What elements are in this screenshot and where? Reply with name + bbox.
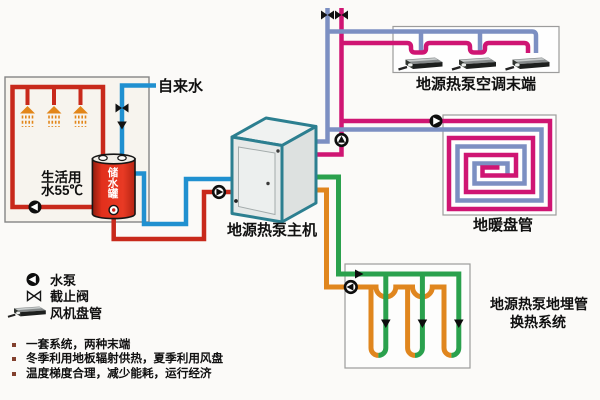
ground-supply-pipe-green [316, 174, 462, 358]
flow-arrow-down-icon [381, 319, 391, 328]
tank-return-pipe-blue [133, 171, 237, 227]
heat-pump-unit-label: 地源热泵主机 [226, 222, 318, 239]
floor-coil-return-spiral [327, 127, 544, 203]
flow-arrow-down-icon [454, 319, 464, 328]
flow-arrow-down-icon [117, 121, 127, 130]
water-pump-icon [343, 279, 358, 295]
cold-water-pipes-blue [119, 83, 237, 227]
legend-item-valve-label: 截止阀 [50, 289, 90, 304]
ground-loop-label-line1: 地源热泵地埋管 [490, 296, 588, 312]
note-item: 温度梯度合理，减少能耗，运行经济 [26, 366, 212, 380]
domestic-hot-water-label: 生活用水55℃ [41, 170, 84, 198]
note-bullet [11, 371, 16, 376]
ac-terminal-label: 地源热泵空调末端 [415, 76, 537, 93]
legend-item-pump-label: 水泵 [50, 272, 77, 288]
legend-item-fancoil-label: 风机盘管 [50, 305, 103, 321]
water-pump-icon [28, 200, 42, 214]
domestic-hot-water-line1: 生活用 [41, 170, 82, 185]
floor-coil-label: 地暖盘管 [472, 216, 534, 234]
ac-supply-riser-pink [316, 8, 344, 157]
ground-return-pipe-orange [316, 187, 452, 358]
ground-flow-arrows [355, 269, 464, 328]
unit-dot [276, 149, 280, 153]
note-bullet [11, 342, 16, 347]
flow-arrow-down-icon [417, 319, 428, 328]
ground-loop-label-line2: 换热系统 [510, 313, 566, 330]
tank-port-hot [98, 154, 108, 162]
storage-tank [91, 153, 136, 220]
flow-arrow-right-icon [355, 269, 364, 279]
fan-coil-icon [6, 305, 47, 318]
water-pump-icon [26, 273, 40, 286]
stop-valve-icon [26, 290, 42, 302]
tank-drain-dot [112, 208, 116, 212]
legend-icons [6, 273, 47, 318]
water-pump-icon [211, 184, 227, 200]
ac-supply-pipe-pink [341, 40, 553, 212]
floor-coil-supply-spiral [341, 118, 553, 212]
note-item: 一套系统，两种末端 [26, 337, 131, 351]
domestic-hot-water-line2: 水55℃ [41, 182, 84, 198]
note-item: 冬季利用地板辐射供热，夏季利用风盘 [26, 352, 224, 365]
tap-water-pipe [119, 83, 156, 156]
unit-door [238, 146, 276, 216]
ac-return-pipe-blue [316, 8, 544, 203]
unit-dot [266, 181, 270, 186]
note-bullet [11, 357, 16, 361]
storage-tank-label: 储水罐 [106, 167, 119, 199]
unit-dot [234, 199, 238, 203]
tank-port-cold [117, 154, 127, 162]
tank-body [91, 158, 136, 220]
water-pump-icon [334, 132, 349, 148]
water-pump-icon [429, 114, 443, 128]
tap-water-label: 自来水 [158, 78, 204, 95]
